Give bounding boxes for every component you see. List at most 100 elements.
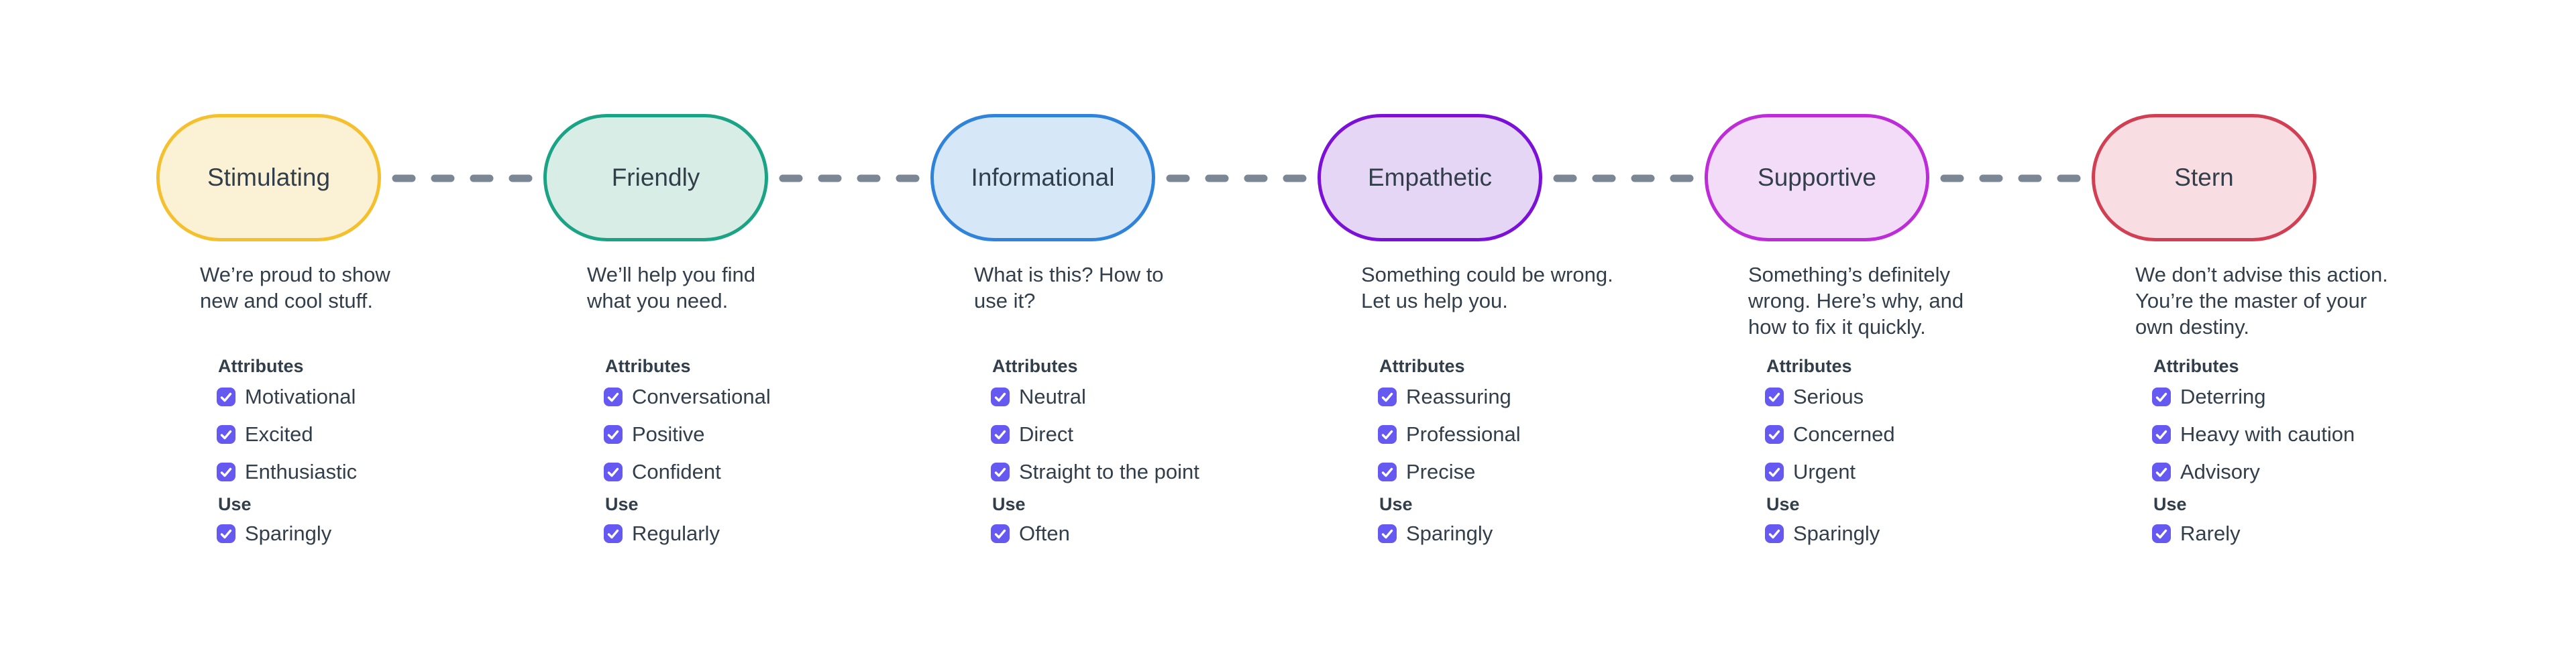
checkbox[interactable] [1378, 425, 1397, 444]
use-checkbox-row: Sparingly [217, 522, 331, 546]
checkmark-icon [2155, 467, 2167, 477]
checkbox[interactable] [991, 425, 1010, 444]
attribute-label: Serious [1793, 385, 1864, 408]
checkmark-icon [1381, 529, 1393, 538]
checkbox[interactable] [1378, 388, 1397, 406]
tone-pill-label: Friendly [611, 164, 700, 191]
checkmark-icon [607, 430, 619, 439]
attribute-label: Confident [632, 460, 721, 483]
checkbox[interactable] [604, 425, 623, 444]
tone-pill-stimulating: Stimulating [156, 114, 381, 241]
attributes-heading: Attributes [2153, 356, 2239, 376]
checkbox[interactable] [2152, 388, 2171, 406]
use-list: Often [991, 522, 1070, 546]
tone-description: What is this? How to use it? [974, 263, 1164, 312]
checkbox[interactable] [604, 524, 623, 543]
checkbox[interactable] [991, 388, 1010, 406]
checkbox[interactable] [2152, 425, 2171, 444]
use-heading: Use [218, 494, 252, 514]
checkmark-icon [1381, 467, 1393, 477]
tone-description: Something could be wrong. Let us help yo… [1361, 263, 1613, 312]
checkmark-icon [1768, 392, 1780, 402]
attribute-label: Heavy with caution [2180, 422, 2355, 446]
attribute-label: Enthusiastic [245, 460, 358, 483]
attribute-checkbox-row: Enthusiastic [217, 460, 357, 484]
tone-pill-label: Empathetic [1367, 164, 1493, 191]
checkbox[interactable] [2152, 463, 2171, 481]
checkmark-icon [994, 430, 1006, 439]
checkbox[interactable] [991, 463, 1010, 481]
checkmark-icon [2155, 392, 2167, 402]
connector-dashed-line [1936, 174, 2085, 182]
checkbox[interactable] [1765, 463, 1784, 481]
checkbox[interactable] [1378, 463, 1397, 481]
tone-description: We’re proud to show new and cool stuff. [200, 263, 390, 312]
checkmark-icon [2155, 529, 2167, 538]
checkmark-icon [994, 529, 1006, 538]
checkbox[interactable] [1765, 524, 1784, 543]
checkmark-icon [607, 467, 619, 477]
use-heading: Use [605, 494, 639, 514]
use-label: Rarely [2180, 522, 2241, 545]
attribute-checkbox-row: Neutral [991, 385, 1199, 409]
attribute-label: Precise [1406, 460, 1476, 483]
use-checkbox-row: Rarely [2152, 522, 2241, 546]
attribute-label: Urgent [1793, 460, 1856, 483]
checkbox[interactable] [217, 524, 235, 543]
checkmark-icon [607, 529, 619, 538]
checkbox[interactable] [1765, 388, 1784, 406]
connector-dashed-line [1549, 174, 1698, 182]
checkmark-icon [220, 430, 232, 439]
attribute-label: Deterring [2180, 385, 2266, 408]
checkmark-icon [1381, 430, 1393, 439]
tone-pill-supportive: Supportive [1705, 114, 1929, 241]
checkbox[interactable] [604, 388, 623, 406]
use-list: Rarely [2152, 522, 2241, 546]
attributes-heading: Attributes [605, 356, 691, 376]
attribute-label: Professional [1406, 422, 1521, 446]
checkbox[interactable] [604, 463, 623, 481]
use-label: Sparingly [1793, 522, 1880, 545]
use-heading: Use [2153, 494, 2187, 514]
attribute-label: Straight to the point [1019, 460, 1199, 483]
use-label: Sparingly [245, 522, 332, 545]
attribute-label: Direct [1019, 422, 1073, 446]
attribute-checkbox-row: Urgent [1765, 460, 1895, 484]
checkmark-icon [1768, 430, 1780, 439]
checkbox[interactable] [217, 463, 235, 481]
checkmark-icon [607, 392, 619, 402]
checkbox[interactable] [1378, 524, 1397, 543]
attributes-heading: Attributes [1766, 356, 1852, 376]
use-list: Sparingly [1378, 522, 1493, 546]
attribute-label: Motivational [245, 385, 356, 408]
use-label: Often [1019, 522, 1070, 545]
checkmark-icon [1768, 529, 1780, 538]
use-heading: Use [1766, 494, 1800, 514]
attributes-heading: Attributes [992, 356, 1078, 376]
tone-pill-label: Informational [971, 164, 1115, 191]
attribute-checkbox-row: Serious [1765, 385, 1895, 409]
attribute-label: Advisory [2180, 460, 2260, 483]
tone-pill-stern: Stern [2092, 114, 2316, 241]
tone-description: Something’s definitely wrong. Here’s why… [1748, 263, 1964, 339]
connector-dashed-line [388, 174, 537, 182]
checkbox[interactable] [2152, 524, 2171, 543]
checkmark-icon [994, 392, 1006, 402]
checkbox[interactable] [217, 425, 235, 444]
checkbox[interactable] [991, 524, 1010, 543]
checkmark-icon [1381, 392, 1393, 402]
use-label: Sparingly [1406, 522, 1493, 545]
attribute-checkbox-row: Advisory [2152, 460, 2355, 484]
checkbox[interactable] [217, 388, 235, 406]
use-list: Sparingly [217, 522, 331, 546]
checkmark-icon [220, 392, 232, 402]
tone-pill-empathetic: Empathetic [1318, 114, 1542, 241]
attribute-label: Neutral [1019, 385, 1086, 408]
checkbox[interactable] [1765, 425, 1784, 444]
tone-pill-informational: Informational [930, 114, 1155, 241]
